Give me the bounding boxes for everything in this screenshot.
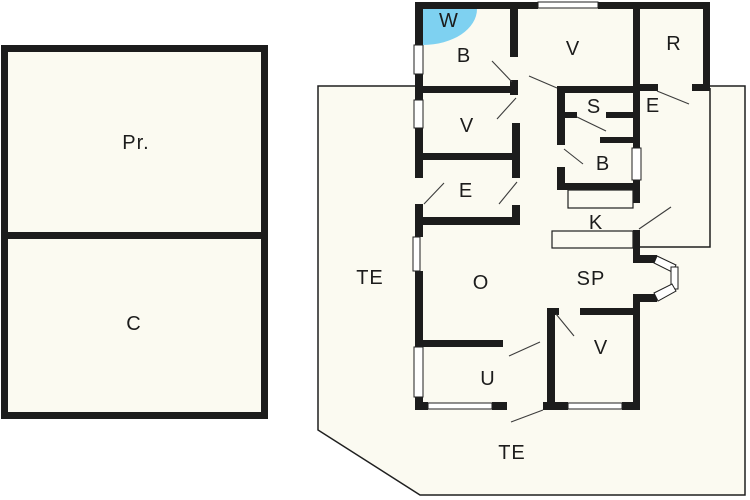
wall [512,205,520,225]
wall [510,9,518,57]
wall [492,402,507,410]
room-label-w: W [439,10,459,32]
wall [512,123,520,178]
wall [633,302,640,402]
wall [557,86,640,93]
wall [415,2,423,45]
room-label-v3: V [594,337,608,359]
room-label-o: O [473,272,490,294]
wall [423,217,520,225]
wall [633,255,657,263]
bay-door-panel [653,283,677,302]
windows [412,1,679,410]
wall [633,91,640,148]
annex-room-c-floor [8,239,261,412]
door-swings [423,60,690,423]
wall [415,204,423,237]
room-label-b1: B [457,45,471,67]
wall [622,402,640,410]
room-label-pr: Pr. [122,132,149,154]
door-swing [496,97,517,120]
wall [547,308,555,402]
window [631,147,642,181]
wall [633,294,657,302]
wall [633,230,640,255]
room-label-k: K [589,212,603,234]
wall [598,2,710,9]
room-label-te-south: TE [498,442,526,464]
door-swing [638,206,672,230]
door-swing [563,148,584,165]
wall [633,2,640,91]
door-swing [528,75,558,89]
room-label-v2: V [460,115,474,137]
wall [637,84,658,91]
window [537,1,599,9]
door-swing [555,313,575,337]
wall [600,137,633,143]
window [427,402,493,410]
entry-porch-outline [640,88,711,248]
wall [415,271,423,347]
room-label-sp: SP [577,268,606,290]
wall [423,153,520,160]
wall [692,84,710,91]
room-label-r: R [666,33,681,55]
door-swing [508,341,541,357]
room-label-u: U [480,368,495,390]
room-label-c: C [126,313,141,335]
door-swing [498,181,518,205]
room-labels: Pr. C W B V R S E B V E K TE O SP V U TE [122,10,681,464]
wall [423,340,503,347]
shower-corner [423,9,477,45]
room-label-b2: B [596,153,610,175]
wall [415,402,428,410]
wall [633,180,640,203]
wall [415,74,423,100]
entry-porch-boundary [640,88,711,248]
window [413,346,424,398]
counter [567,189,634,209]
door-swing [491,60,513,83]
wall [423,86,513,93]
counters [551,189,634,249]
counter [551,230,634,249]
wall [565,112,577,118]
wall [703,2,710,91]
annex-floors [8,52,261,412]
room-label-s: S [587,96,601,118]
wall [415,128,423,178]
window [413,99,424,129]
wall [580,308,640,315]
window-frames [412,1,679,410]
room-label-e2: E [459,180,473,202]
door-swing [510,409,544,423]
room-label-v1: V [566,38,580,60]
window [412,236,421,272]
bay-door-panel [670,266,679,290]
wall [547,308,559,315]
window [567,402,623,410]
door-swing [576,116,607,132]
wall [510,80,518,95]
wall [415,2,538,9]
wall [543,402,568,410]
wall [557,93,565,145]
room-label-e-entry: E [646,95,660,117]
wall [557,167,565,190]
door-swing [423,182,445,205]
door-swing [656,90,690,105]
annex-room-pr-floor [8,52,261,232]
terrace-area [317,2,746,496]
wall [606,112,633,118]
wall [557,183,640,190]
window [413,44,424,75]
room-label-te-west: TE [356,267,384,289]
